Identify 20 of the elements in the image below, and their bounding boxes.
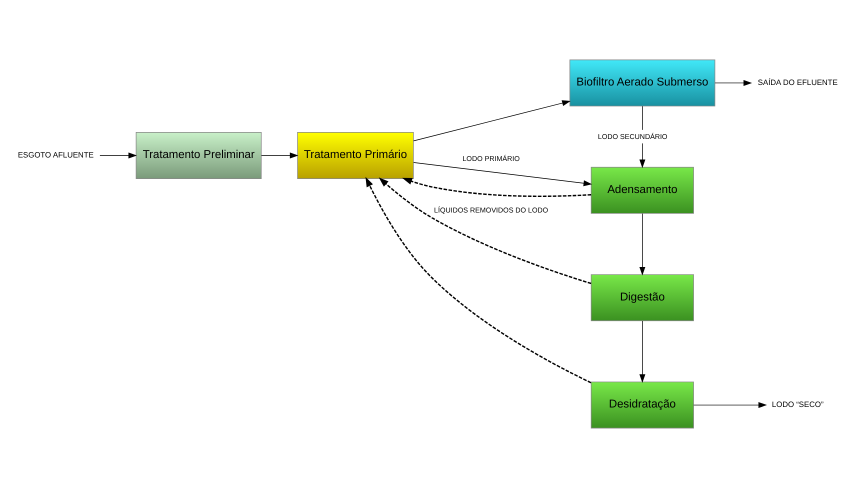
arrow (714, 79, 752, 86)
node-box: Digestão (590, 274, 694, 321)
arrow (100, 152, 137, 158)
node-box: Tratamento Preliminar (136, 132, 262, 178)
node-text: ESGOTO AFLUENTE (18, 150, 94, 159)
node-box: Biofiltro Aerado Submerso (570, 59, 716, 106)
node-box: Adensamento (590, 166, 694, 214)
arrow (693, 402, 767, 408)
arrow (261, 152, 298, 158)
arrow (402, 177, 592, 196)
node-box: Desidratação (590, 381, 694, 428)
arrow (639, 320, 646, 382)
node-box: Tratamento Primário (297, 132, 414, 178)
arrow (639, 212, 646, 275)
arrow (366, 176, 592, 383)
node-text: LODO “SECO” (772, 400, 824, 409)
arrow (413, 100, 571, 141)
arrow (378, 176, 592, 284)
arrow (413, 162, 592, 186)
node-text: SAÍDA DO EFLUENTE (758, 77, 838, 86)
